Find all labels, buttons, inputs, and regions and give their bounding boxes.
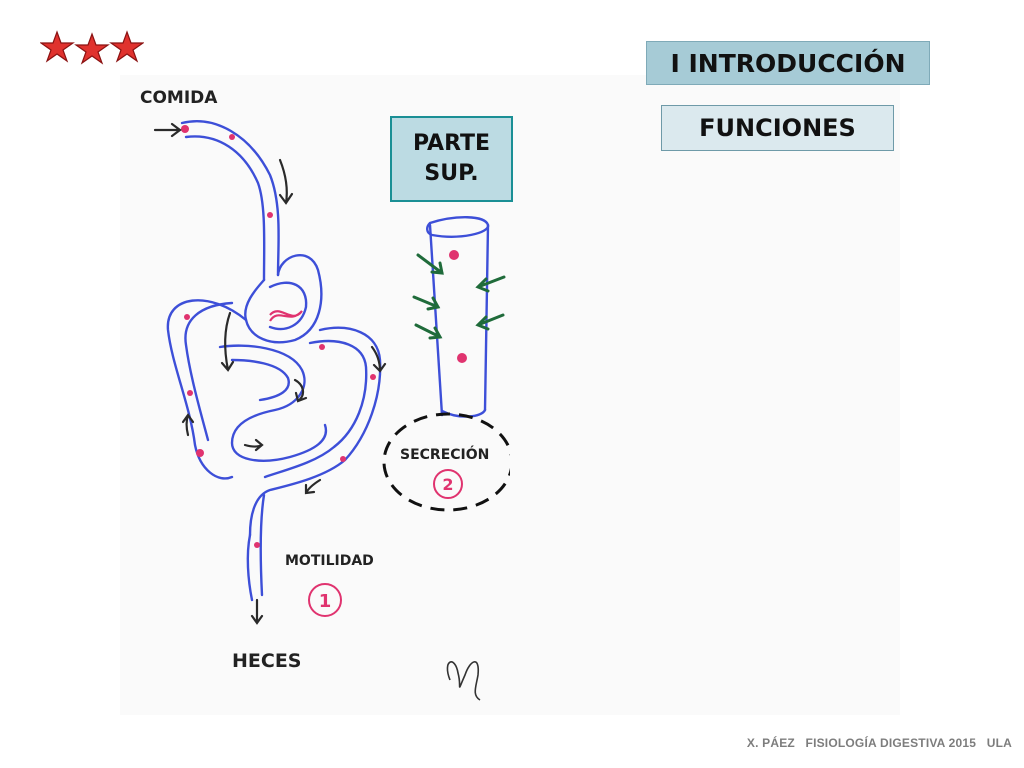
- esophagus-outline: [184, 135, 266, 282]
- food-particles: [181, 125, 467, 548]
- small-intestine-coil: [218, 344, 328, 462]
- small-intestine-outline: [184, 301, 234, 442]
- upper-part-label-line1: PARTE: [412, 131, 491, 156]
- motility-number-circle: [308, 583, 342, 617]
- footer-credit: X. PÁEZ FISIOLOGÍA DIGESTIVA 2015 ULA: [746, 736, 1012, 750]
- secretion-tube-outline: [428, 223, 444, 417]
- small-intestine-outline: [248, 326, 382, 537]
- section-title: I INTRODUCCIÓN: [646, 41, 930, 85]
- rectum-outline: [246, 533, 254, 602]
- secretion-tube-outline: [426, 216, 490, 238]
- esophagus-outline: [180, 120, 280, 277]
- rectum-outline: [259, 493, 266, 597]
- functions-heading: FUNCIONES: [661, 105, 894, 151]
- stomach-outline: [244, 254, 323, 344]
- stomach-food-scribble: [269, 310, 303, 322]
- digestive-tract-sketch: COMIDA HECES MOTILIDAD SECRECIÓN 1 2: [140, 88, 510, 701]
- feces-label: HECES: [232, 650, 302, 672]
- importance-stars-icon: [40, 30, 144, 65]
- secretion-number-circle: [433, 469, 463, 499]
- stomach-outline: [268, 281, 308, 331]
- upper-part-label-line2: SUP.: [424, 161, 479, 186]
- author-signature: [446, 661, 481, 701]
- small-intestine-coil: [230, 358, 290, 402]
- secretion-highlight-circle: [382, 412, 510, 512]
- motility-label: MOTILIDAD: [285, 553, 374, 569]
- upper-part-label: PARTE SUP.: [390, 116, 513, 202]
- motility-number: 1: [319, 591, 332, 612]
- secretion-number: 2: [442, 475, 453, 494]
- small-intestine-outline: [263, 339, 368, 479]
- small-intestine-outline: [166, 299, 248, 480]
- secretion-label: SECRECIÓN: [400, 445, 489, 463]
- food-label: COMIDA: [140, 88, 218, 108]
